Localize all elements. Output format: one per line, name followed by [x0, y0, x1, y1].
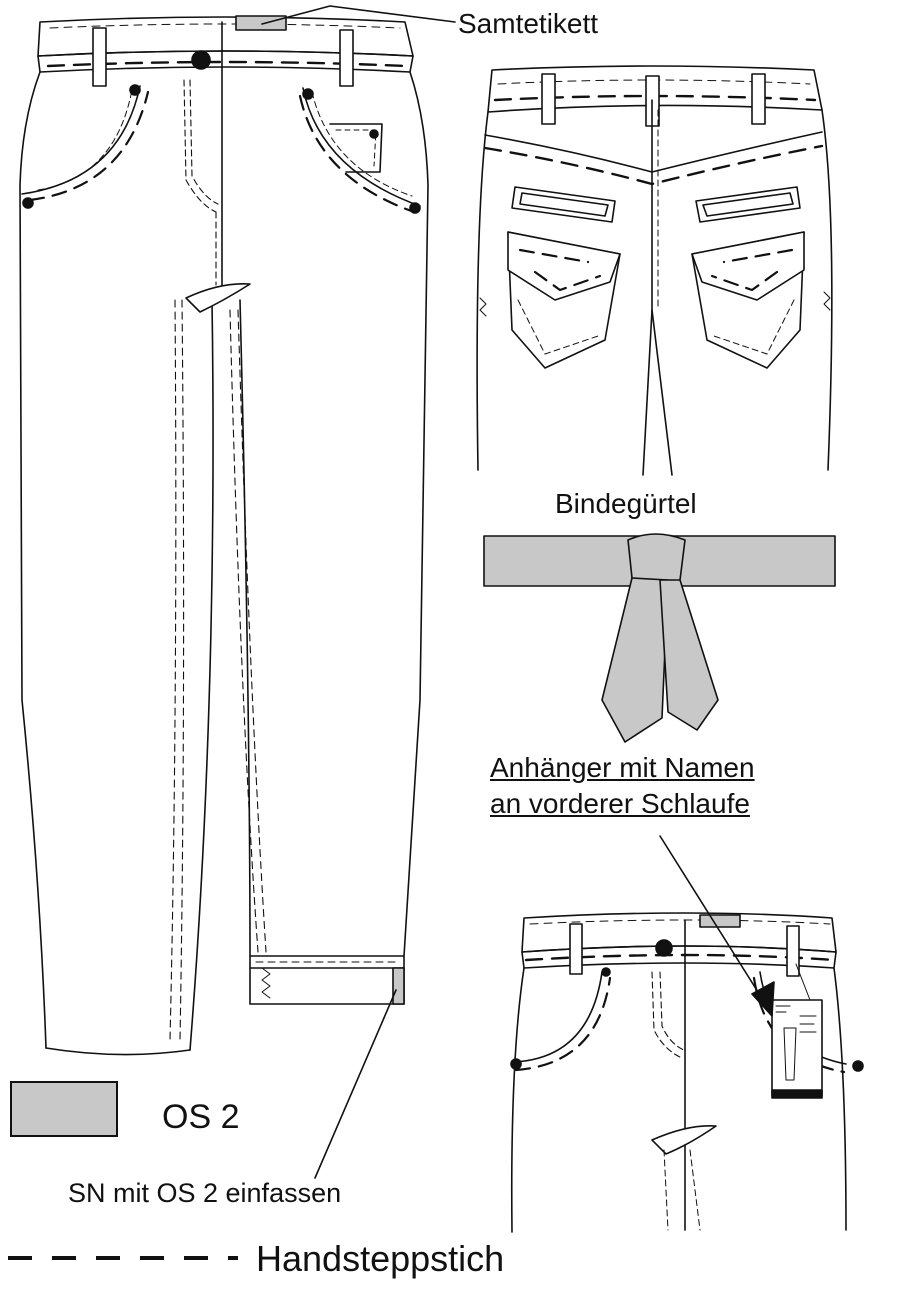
label-anhaenger-line2: an vorderer Schlaufe — [490, 788, 750, 819]
label-anhaenger: Anhänger mit Namen an vorderer Schlaufe — [490, 750, 755, 822]
front-detail-view — [510, 835, 864, 1233]
tie-belt — [483, 533, 836, 743]
os2-color-swatch — [10, 1081, 118, 1137]
back-view-trousers — [476, 65, 833, 476]
velvet-label — [235, 15, 287, 31]
label-anhaenger-line1: Anhänger mit Namen — [490, 752, 755, 783]
belt-loop — [339, 29, 354, 87]
front-view-trousers — [19, 15, 429, 1179]
label-samtetikett: Samtetikett — [458, 8, 599, 39]
front-button — [191, 50, 211, 70]
belt-loop — [92, 27, 107, 87]
label-os2: OS 2 — [162, 1098, 240, 1136]
turned-up-cuff — [249, 955, 405, 1005]
name-hang-tag — [771, 963, 823, 1099]
label-bindeguertel: Bindegürtel — [555, 488, 697, 519]
stitch-legend-dash — [8, 1256, 238, 1260]
label-handsteppstich: Handsteppstich — [256, 1238, 505, 1279]
label-sn-einfassen: SN mit OS 2 einfassen — [68, 1178, 342, 1208]
